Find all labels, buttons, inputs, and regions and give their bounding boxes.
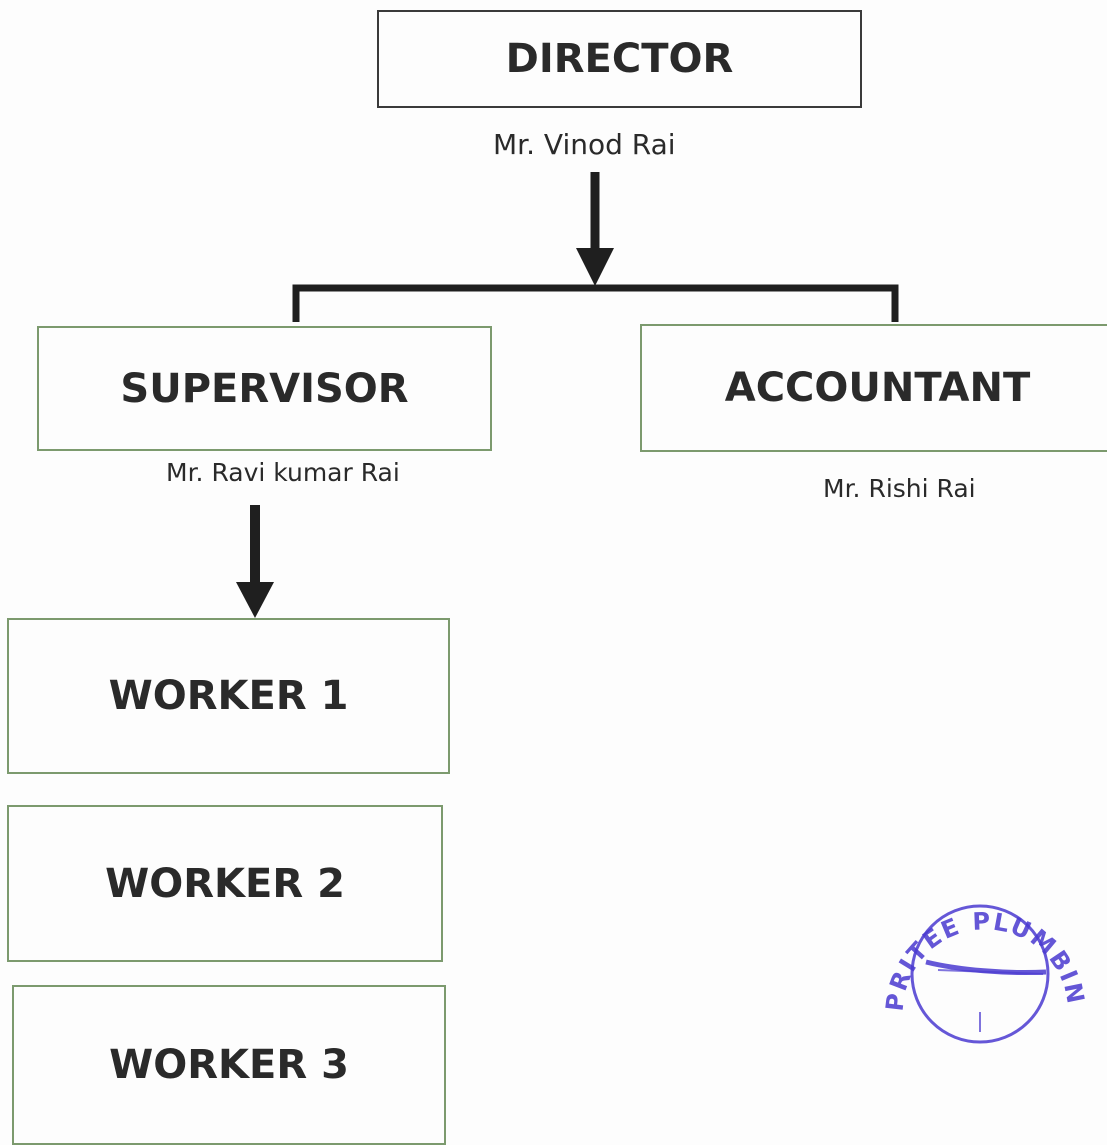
- accountant-title: ACCOUNTANT: [724, 365, 1031, 411]
- worker-3-title: WORKER 3: [109, 1042, 349, 1088]
- worker-3-box: WORKER 3: [12, 985, 446, 1145]
- branch-connector: [292, 284, 899, 322]
- director-box: DIRECTOR: [377, 10, 862, 108]
- worker-1-title: WORKER 1: [108, 673, 349, 719]
- supervisor-arrow-head: [236, 582, 274, 618]
- stamp-text: PRITEE PLUMBING: [868, 862, 1088, 1013]
- director-arrow-head: [576, 248, 614, 286]
- accountant-box: ACCOUNTANT: [640, 324, 1107, 452]
- accountant-name: Mr. Rishi Rai: [823, 474, 976, 503]
- svg-text:PRITEE PLUMBING: PRITEE PLUMBING: [868, 862, 1090, 1013]
- director-title: DIRECTOR: [505, 36, 734, 82]
- director-name: Mr. Vinod Rai: [493, 128, 676, 161]
- worker-2-box: WORKER 2: [7, 805, 443, 962]
- supervisor-title: SUPERVISOR: [120, 365, 409, 412]
- supervisor-name: Mr. Ravi kumar Rai: [166, 458, 400, 487]
- worker-1-box: WORKER 1: [7, 618, 450, 774]
- worker-2-title: WORKER 2: [105, 860, 345, 907]
- company-stamp: PRITEE PLUMBING: [868, 862, 1090, 1044]
- supervisor-box: SUPERVISOR: [37, 326, 492, 451]
